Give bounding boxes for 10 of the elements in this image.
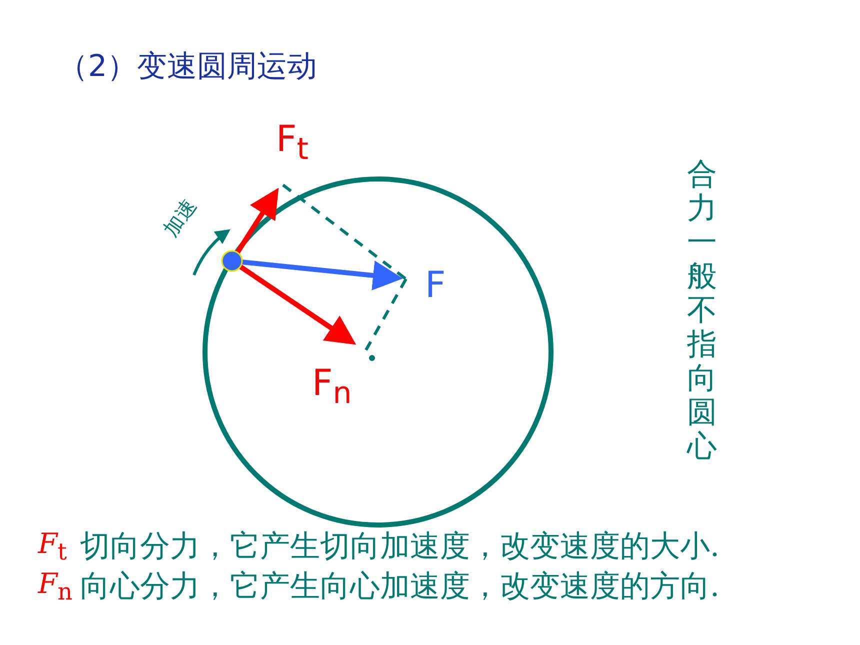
vector-label: F$_{n}$ — [312, 366, 352, 410]
title: （2）变速圆周运动 — [58, 52, 318, 82]
vector-label: F$_{t}$ — [276, 122, 308, 166]
symbol-label: F$_{t}$ — [38, 530, 67, 564]
explanation-text: 向心分力，它产生向心加速度，改变速度的方向. — [80, 572, 720, 602]
symbol-label: F$_{n}$ — [38, 570, 72, 604]
vector-label: F — [425, 268, 446, 304]
side-note: 合力一般不指向圆心 — [686, 158, 718, 464]
direction-label: 加速 — [160, 195, 200, 240]
explanation-text: 切向分力，它产生切向加速度，改变速度的大小. — [80, 532, 720, 562]
